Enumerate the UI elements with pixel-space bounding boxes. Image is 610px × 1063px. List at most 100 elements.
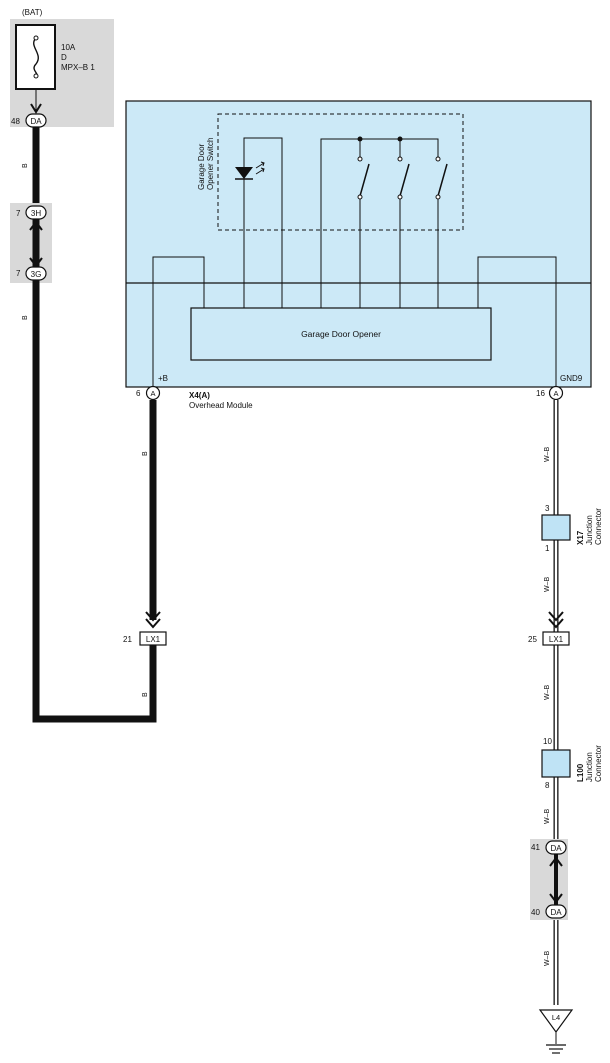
pin-circle bbox=[548, 385, 564, 401]
switch-1-lever-icon bbox=[359, 163, 370, 197]
switch-2-contact-bottom bbox=[397, 194, 403, 200]
fuse-terminal-top bbox=[33, 35, 39, 41]
led-indicator-icon bbox=[235, 137, 283, 308]
pin-number: 6 bbox=[136, 389, 141, 398]
pin-number: 21 bbox=[123, 635, 132, 644]
connector-box bbox=[542, 631, 570, 646]
inline-connector-41-40: 41 DA 40 DA bbox=[530, 839, 568, 920]
plus-b-pin-label: +B bbox=[158, 374, 168, 383]
switch-2-contact-top bbox=[397, 156, 403, 162]
bat-label: (BAT) bbox=[22, 8, 43, 17]
arrow-down-icon bbox=[548, 611, 564, 629]
pin-number: 10 bbox=[543, 737, 552, 746]
switch-common-wire bbox=[320, 138, 400, 308]
switch-label-1: Garage Door bbox=[197, 143, 206, 190]
pin-number: 40 bbox=[531, 908, 540, 917]
switch-common-wire-2 bbox=[400, 138, 439, 157]
junction-label-1: Junction bbox=[585, 515, 594, 545]
wire-color-label: W–B bbox=[544, 809, 551, 825]
ground-wire-column: W–B 3 1 X17 Junction Connector W–B 25 LX… bbox=[528, 400, 603, 1054]
ground-triangle-icon bbox=[538, 1009, 574, 1034]
wire-b-left-2 bbox=[32, 280, 157, 723]
pin-number: 16 bbox=[536, 389, 545, 398]
led-loop-wire bbox=[243, 137, 283, 308]
wire-color-label: B bbox=[142, 692, 149, 697]
wire-color-label: B bbox=[22, 163, 29, 168]
connector-oval bbox=[545, 840, 567, 855]
connector-code: DA bbox=[550, 908, 562, 917]
wire-color-label: W–B bbox=[544, 577, 551, 593]
connector-code: 3H bbox=[31, 209, 41, 218]
arrow-down-icon bbox=[145, 611, 161, 629]
pin-circle bbox=[145, 385, 161, 401]
pin-number: 7 bbox=[16, 209, 21, 218]
wire-color-label: B bbox=[142, 451, 149, 456]
pin-number: 8 bbox=[545, 781, 550, 790]
switch-1-contact-top bbox=[357, 156, 363, 162]
module-code: X4(A) bbox=[189, 391, 210, 400]
junction-label-1: Junction bbox=[585, 752, 594, 782]
internal-wire-gnd bbox=[477, 256, 557, 387]
gnd-pin-label: GND9 bbox=[560, 374, 583, 383]
connector-oval bbox=[545, 904, 567, 919]
double-arrow-icon bbox=[29, 220, 43, 268]
switch-bank bbox=[320, 136, 448, 308]
led-ray-1 bbox=[255, 161, 265, 169]
junction-box bbox=[541, 514, 571, 541]
connector-code: 3G bbox=[31, 270, 42, 279]
pin-number: 7 bbox=[16, 269, 21, 278]
garage-door-opener-box bbox=[190, 307, 492, 361]
inline-connector-3h-3g: 7 3H 7 3G bbox=[10, 203, 52, 283]
overhead-module: Garage Door Opener Switch bbox=[125, 100, 592, 388]
module-pin-16: 16 A bbox=[536, 385, 564, 401]
junction-box bbox=[541, 749, 571, 778]
connector-code: DA bbox=[550, 844, 562, 853]
module-name: Overhead Module bbox=[189, 401, 253, 410]
junction-x17: 3 1 X17 Junction Connector bbox=[541, 504, 603, 553]
double-arrow-icon bbox=[549, 856, 563, 904]
module-pin-6: 6 A bbox=[136, 385, 161, 401]
wire-color-label: W–B bbox=[544, 685, 551, 701]
wire-color-label: W–B bbox=[544, 951, 551, 967]
switch-2-lever-icon bbox=[399, 163, 410, 197]
ground-code: L4 bbox=[552, 1013, 560, 1022]
fuse-terminal-bottom bbox=[33, 73, 39, 79]
pin-code: A bbox=[150, 389, 155, 398]
connector-25-lx1: 25 LX1 bbox=[528, 631, 570, 646]
switch-3-lever-icon bbox=[437, 163, 448, 197]
switch-1-contact-bottom bbox=[357, 194, 363, 200]
pin-number: 1 bbox=[545, 544, 550, 553]
led-triangle bbox=[235, 167, 253, 179]
junction-label-2: Connector bbox=[594, 745, 603, 782]
ground-point-l4: L4 bbox=[538, 1009, 574, 1054]
fuse-type: D bbox=[61, 53, 67, 62]
internal-wire-plus-b bbox=[152, 256, 205, 387]
pin-code: A bbox=[553, 389, 558, 398]
led-ray-2 bbox=[255, 167, 265, 175]
switch-3-contact-top bbox=[435, 156, 441, 162]
connector-21-lx1: 21 LX1 bbox=[123, 631, 167, 646]
fuse-name: MPX–B 1 bbox=[61, 63, 95, 72]
connector-48-da: 48 DA bbox=[11, 113, 47, 128]
connector-box bbox=[139, 631, 167, 646]
junction-label-2: Connector bbox=[594, 508, 603, 545]
fuse-amps: 10A bbox=[61, 43, 76, 52]
pin-number: 25 bbox=[528, 635, 537, 644]
connector-code: LX1 bbox=[549, 635, 564, 644]
fuse-outline bbox=[15, 24, 56, 90]
pin-number: 3 bbox=[545, 504, 550, 513]
connector-code: DA bbox=[30, 117, 42, 126]
arrow-down-icon bbox=[30, 103, 42, 114]
pin-number: 48 bbox=[11, 117, 20, 126]
junction-code: L100 bbox=[576, 763, 585, 782]
wire-color-label: W–B bbox=[544, 447, 551, 463]
switch-dashed-box bbox=[217, 113, 464, 231]
wire-color-label: B bbox=[22, 315, 29, 320]
junction-l100: 10 8 L100 Junction Connector bbox=[541, 737, 603, 790]
switch-label-2: Opener Switch bbox=[206, 138, 215, 190]
junction-code: X17 bbox=[576, 530, 585, 545]
power-source-group: (BAT) 10A D MPX–B 1 bbox=[10, 8, 114, 127]
connector-oval bbox=[25, 205, 47, 220]
switch-3-contact-bottom bbox=[435, 194, 441, 200]
